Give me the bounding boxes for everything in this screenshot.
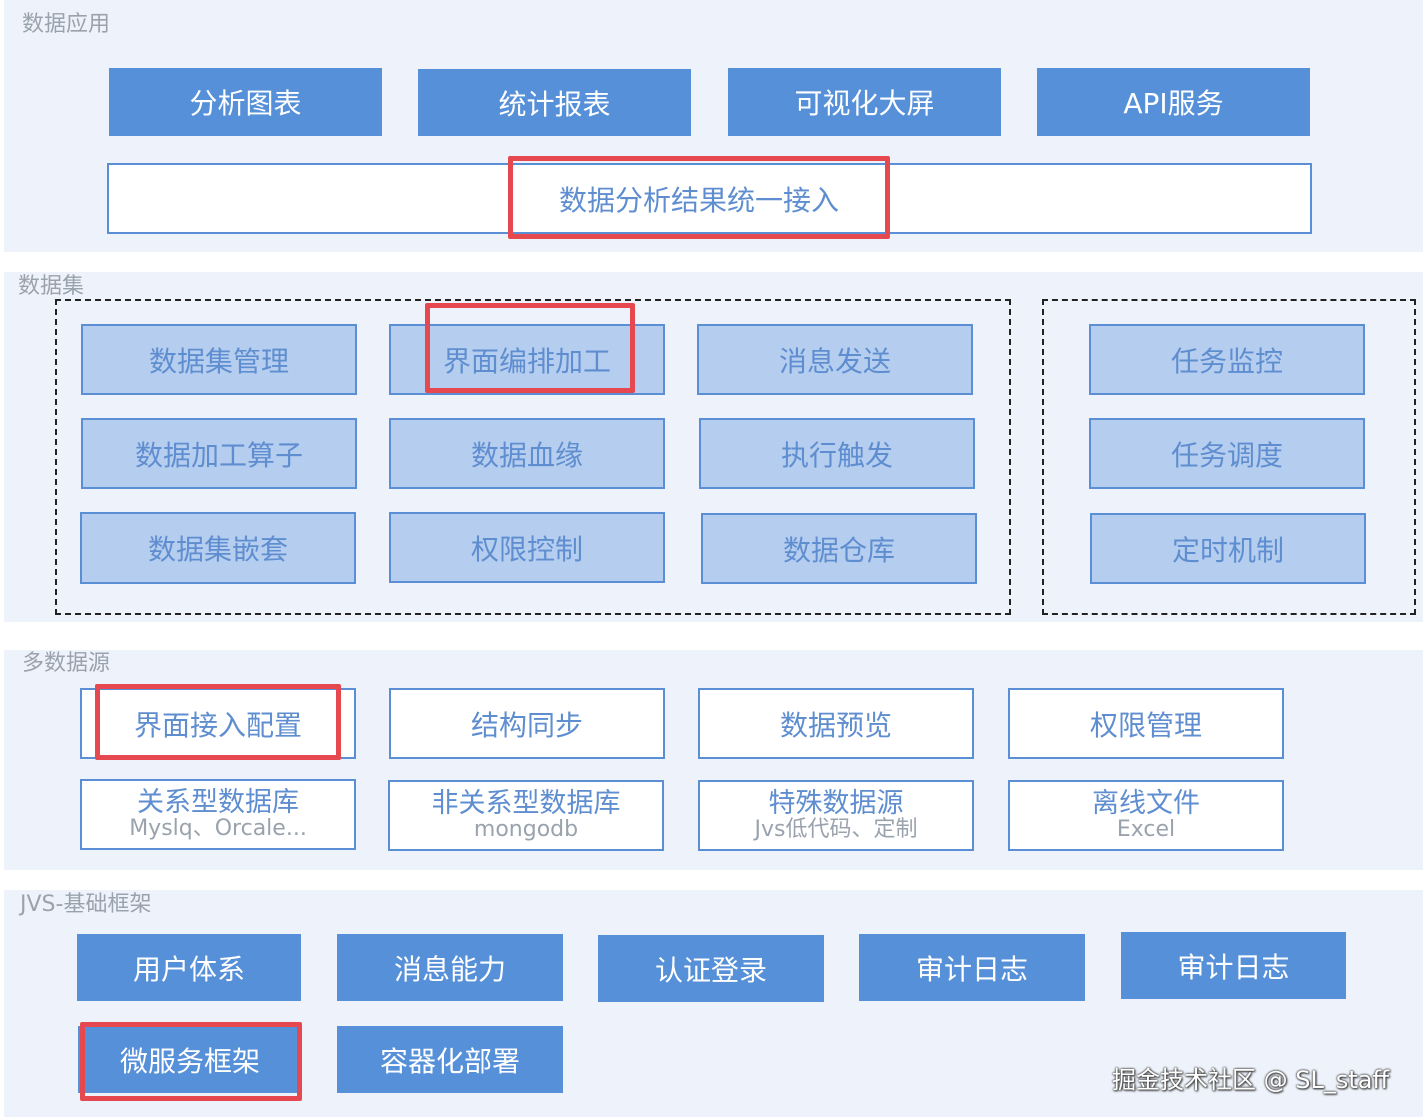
permission-management[interactable]: 权限管理 <box>1008 688 1284 759</box>
unified-access-bar <box>107 163 1312 234</box>
section-title-dataset: 数据集 <box>18 274 85 299</box>
microservice-framework[interactable]: 微服务框架 <box>78 1026 302 1093</box>
data-warehouse[interactable]: 数据仓库 <box>701 513 977 584</box>
app-button-api-service[interactable]: API服务 <box>1037 68 1310 136</box>
ui-orchestration-processing[interactable]: 界面编排加工 <box>389 324 665 395</box>
relational-database[interactable]: 关系型数据库 Myslq、Orcale... <box>80 779 356 850</box>
special-datasource-label: 特殊数据源 <box>768 787 904 819</box>
section-title-data-app: 数据应用 <box>22 12 111 37</box>
execution-trigger[interactable]: 执行触发 <box>699 418 975 489</box>
app-button-statistics-report[interactable]: 统计报表 <box>418 69 691 136</box>
watermark: 掘金技术社区 @ SL_staff <box>1112 1066 1390 1094</box>
structure-sync[interactable]: 结构同步 <box>389 688 665 759</box>
app-button-dashboard[interactable]: 可视化大屏 <box>728 68 1001 136</box>
data-lineage[interactable]: 数据血缘 <box>389 418 665 489</box>
task-monitoring[interactable]: 任务监控 <box>1089 324 1365 395</box>
container-deployment[interactable]: 容器化部署 <box>337 1026 563 1093</box>
audit-log-1[interactable]: 审计日志 <box>859 934 1085 1001</box>
non-relational-database-label: 非关系型数据库 <box>431 787 621 819</box>
highlight-ui-orchestration <box>425 303 635 393</box>
section-title-datasource: 多数据源 <box>22 651 111 676</box>
highlight-ui-access-config <box>95 684 341 760</box>
data-preview[interactable]: 数据预览 <box>698 688 974 759</box>
message-sending[interactable]: 消息发送 <box>697 324 973 395</box>
relational-database-label: 关系型数据库 <box>137 786 299 818</box>
permission-control[interactable]: 权限控制 <box>389 512 665 583</box>
highlight-unified-access <box>508 156 890 239</box>
timing-mechanism[interactable]: 定时机制 <box>1090 513 1366 584</box>
data-processing-operator[interactable]: 数据加工算子 <box>81 418 357 489</box>
user-system[interactable]: 用户体系 <box>77 934 301 1001</box>
special-datasource[interactable]: 特殊数据源 Jvs低代码、定制 <box>698 780 974 851</box>
offline-file-sub: Excel <box>1116 817 1176 843</box>
dataset-management[interactable]: 数据集管理 <box>81 324 357 395</box>
unified-access-label: 数据分析结果统一接入 <box>558 184 839 217</box>
auth-login[interactable]: 认证登录 <box>598 935 824 1002</box>
dataset-group-tasks <box>1042 299 1416 615</box>
relational-database-sub: Myslq、Orcale... <box>129 816 307 842</box>
non-relational-database-sub: mongodb <box>473 817 579 843</box>
dataset-group-main <box>55 299 1011 615</box>
offline-file[interactable]: 离线文件 Excel <box>1008 780 1284 851</box>
highlight-microservice-framework <box>80 1022 302 1101</box>
task-scheduling[interactable]: 任务调度 <box>1089 418 1365 489</box>
dataset-nesting[interactable]: 数据集嵌套 <box>80 512 356 584</box>
section-title-framework: JVS-基础框架 <box>20 892 152 917</box>
app-button-analysis-chart[interactable]: 分析图表 <box>109 68 382 136</box>
audit-log-2[interactable]: 审计日志 <box>1121 932 1346 999</box>
special-datasource-sub: Jvs低代码、定制 <box>754 817 918 843</box>
messaging-capability[interactable]: 消息能力 <box>337 934 563 1001</box>
offline-file-label: 离线文件 <box>1092 787 1200 819</box>
non-relational-database[interactable]: 非关系型数据库 mongodb <box>388 780 664 851</box>
